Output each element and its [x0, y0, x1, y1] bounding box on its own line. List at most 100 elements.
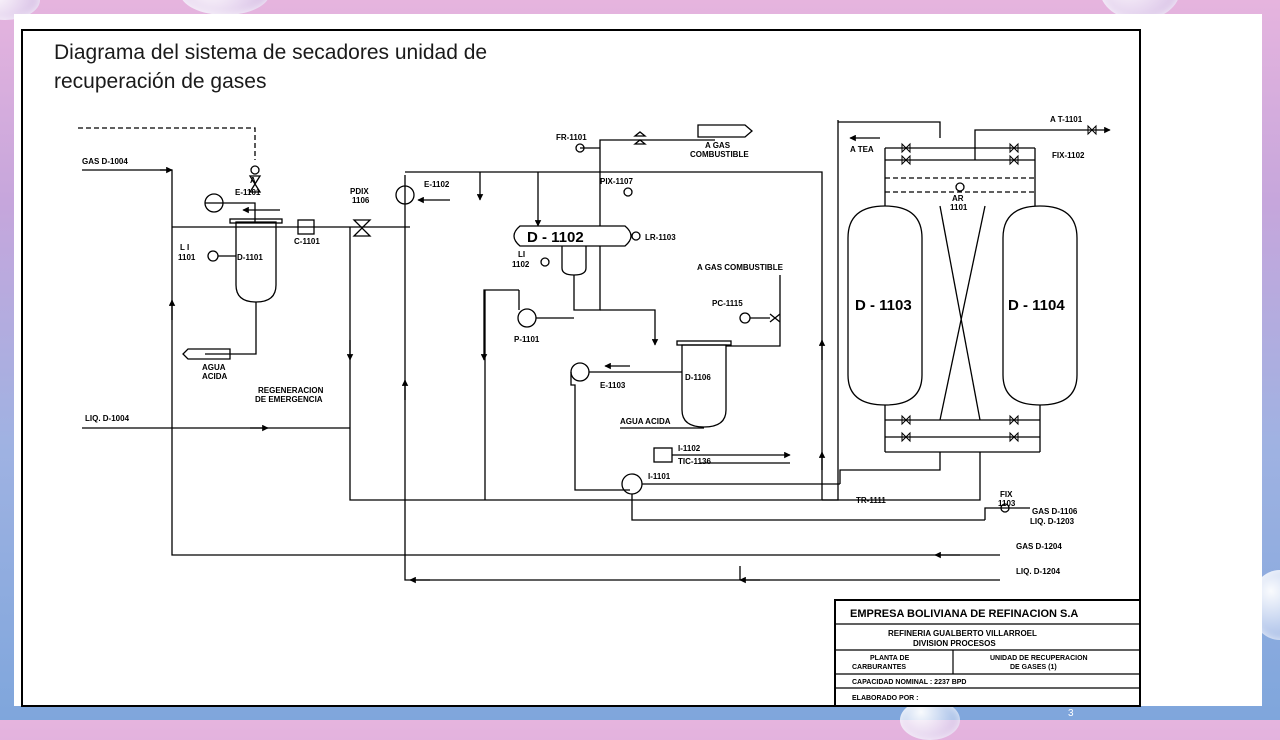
- tb-unit-1: UNIDAD DE RECUPERACION: [990, 655, 1088, 662]
- label-a-gas-comb-2: A GAS COMBUSTIBLE: [697, 263, 784, 272]
- vessel-d1106-flange: [676, 340, 732, 346]
- label-li1101-a: L I: [180, 243, 189, 252]
- to-t1101: [838, 121, 941, 138]
- label-agua-acida-1b: ACIDA: [202, 372, 228, 381]
- valve-pix1107: [633, 131, 647, 145]
- filter-c1101: [297, 219, 315, 235]
- label-i1101: I-1101: [648, 472, 671, 481]
- exchanger-i1101: [621, 473, 643, 495]
- label-ar1101-a: AR: [952, 194, 964, 203]
- valve-pc1115: [769, 313, 781, 323]
- tb-plant-2: CARBURANTES: [852, 664, 906, 671]
- instrument-circle: [250, 165, 260, 175]
- process-flow-diagram: GAS D-1004 LIQ. D-1004 A E-1101 D-1101 L…: [21, 29, 1141, 719]
- label-liq-d1204: LIQ. D-1204: [1016, 567, 1061, 576]
- valve-5: [901, 414, 911, 426]
- tb-unit-2: DE GASES (1): [1010, 664, 1057, 671]
- label-regen-b: DE EMERGENCIA: [255, 395, 323, 404]
- label-d1102: D - 1102: [527, 229, 584, 246]
- dashed-line: [78, 127, 256, 160]
- boot-to-pump: [573, 246, 601, 311]
- instrument-lr1103: [631, 231, 641, 241]
- dryer-to-i1101: [839, 452, 941, 484]
- tr1111-line: [485, 452, 981, 501]
- valve-3: [901, 154, 911, 166]
- vessel-d1104: [1002, 205, 1078, 406]
- valve-2: [1009, 142, 1019, 154]
- label-pdix-a: PDIX: [350, 187, 369, 196]
- label-d1103: D - 1103: [855, 297, 912, 314]
- drawing-border: [21, 29, 1141, 707]
- label-liq-d1004: LIQ. D-1004: [85, 414, 130, 423]
- cross-line-1: [939, 205, 981, 421]
- label-pc1115: PC-1115: [712, 299, 743, 308]
- tea-line: [822, 120, 839, 501]
- label-gas-d1204: GAS D-1204: [1016, 542, 1062, 551]
- label-d1101: D-1101: [237, 253, 263, 262]
- label-fr1101: FR-1101: [556, 133, 587, 142]
- label-fix1103-b: 1103: [998, 499, 1016, 508]
- instrument-pc1115: [739, 312, 751, 324]
- vessel-d1102: [513, 225, 632, 247]
- label-li1102-b: 1102: [512, 260, 530, 269]
- label-small-a: A: [250, 176, 256, 185]
- valve-4: [1009, 154, 1019, 166]
- exchanger-e1102: [395, 185, 415, 205]
- label-a-gas-comb-1b: COMBUSTIBLE: [690, 150, 749, 159]
- valve-1: [901, 142, 911, 154]
- label-pdix-b: 1106: [352, 196, 370, 205]
- fix1103-line: [984, 507, 1030, 520]
- valve-top-d1101: [248, 175, 262, 193]
- label-e1101: E-1101: [235, 188, 261, 197]
- tb-capacity: CAPACIDAD NOMINAL : 2237 BPD: [852, 679, 966, 686]
- dashed-header: [885, 177, 1035, 193]
- agua-acida-tag-1: [182, 348, 231, 360]
- label-d1106: D-1106: [685, 373, 711, 382]
- a-gas-comb-tag-1: [697, 124, 753, 138]
- label-e1102: E-1102: [424, 180, 450, 189]
- label-agua-acida-1a: AGUA: [202, 363, 226, 372]
- valve-9: [1087, 124, 1097, 136]
- tb-prepared: ELABORADO POR :: [852, 695, 919, 702]
- vessel-d1101: [235, 221, 277, 303]
- slide: Diagrama del sistema de secadores unidad…: [14, 14, 1262, 706]
- cross-line-2: [939, 205, 986, 421]
- vertical-line-405: [404, 175, 1000, 581]
- tb-company: EMPRESA BOLIVIANA DE REFINACION S.A: [850, 608, 1078, 620]
- vessel-d1106: [681, 344, 727, 428]
- label-liq-d1203: LIQ. D-1203: [1030, 517, 1075, 526]
- instrument-li1102: [540, 257, 550, 267]
- label-pix1107: PIX-1107: [600, 177, 633, 186]
- pump-p1101: [517, 308, 537, 328]
- label-a-tea: A TEA: [850, 145, 874, 154]
- vessel-d1102-boot: [561, 246, 587, 276]
- label-tr1111: TR-1111: [856, 496, 886, 505]
- label-a-gas-comb-1a: A GAS: [705, 141, 731, 150]
- instrument-i1102: [653, 447, 673, 463]
- vessel-d1103: [847, 205, 923, 406]
- i1101-bottom-line: [631, 494, 985, 521]
- valve-7: [901, 431, 911, 443]
- tb-plant-1: PLANTA DE: [870, 655, 910, 662]
- label-li1102-a: LI: [518, 250, 525, 259]
- exchanger-e1101-line: [205, 202, 256, 222]
- valve-pdix1106: [352, 219, 372, 237]
- slide-title: Diagrama del sistema de secadores unidad…: [54, 41, 488, 93]
- label-fix1102: FIX-1102: [1052, 151, 1085, 160]
- valve-6: [1009, 414, 1019, 426]
- tb-refinery-2: DIVISION PROCESOS: [913, 639, 996, 648]
- line-to-d1102: [405, 171, 823, 500]
- label-gas-d1106: GAS D-1106: [1032, 507, 1078, 516]
- gas-d1004-line: [82, 169, 1000, 556]
- label-lr1103: LR-1103: [645, 233, 676, 242]
- instrument-ar1101: [955, 182, 965, 192]
- exchanger-e1103: [570, 362, 590, 382]
- label-at1101: A T-1101: [1050, 115, 1083, 124]
- tb-refinery-1: REFINERIA GUALBERTO VILLARROEL: [888, 629, 1037, 638]
- label-gas-d1004: GAS D-1004: [82, 157, 128, 166]
- slide-number: 3: [1068, 708, 1074, 719]
- instrument-pix1107: [623, 187, 633, 197]
- instrument-li1101: [207, 250, 219, 262]
- regen-line: [349, 227, 485, 501]
- instrument-fr1101: [575, 143, 585, 153]
